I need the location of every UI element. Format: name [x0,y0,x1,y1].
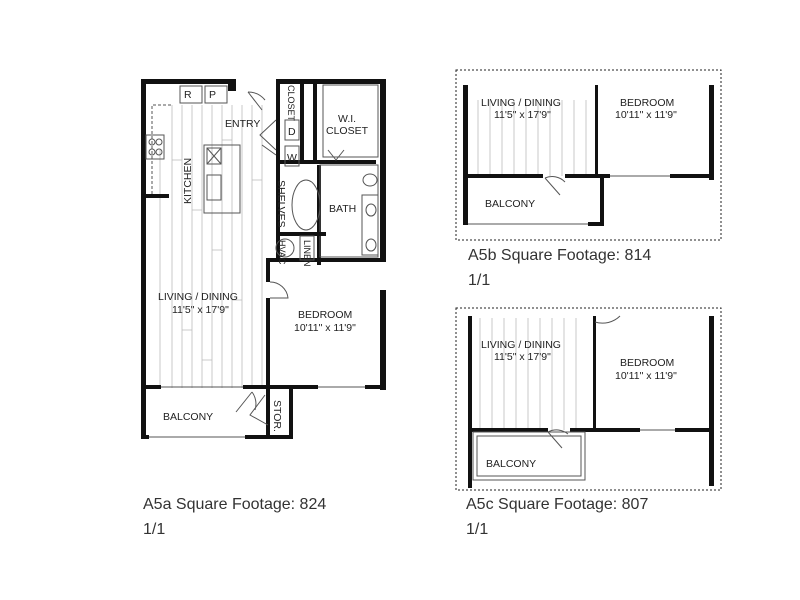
room-label-kitchen: KITCHEN [182,158,194,204]
room-label-storage: STOR. [271,400,283,432]
room-label-bedroom: BEDROOM [620,97,674,109]
room-label-shelves: SHELVES [275,180,287,228]
plan-caption-a5b: A5b Square Footage: 814 [468,247,652,264]
room-label-hvac: HVAC [277,240,287,265]
room-dim-bedroom: 10'11" x 11'9" [294,322,356,334]
room-label-bath: BATH [329,203,356,215]
room-dim-living: 11'5" x 17'9" [494,109,551,121]
bath-count-a5b: 1/1 [468,272,491,289]
plan-caption-a5c: A5c Square Footage: 807 [466,496,649,513]
room-label-wi-closet-1: W.I. [338,113,356,125]
room-dim-bedroom: 10'11" x 11'9" [615,370,677,382]
room-label-pantry: P [209,89,216,101]
plan-a5a: R P ENTRY CLOSET D W W.I. CLOSET KITCHEN… [141,79,386,439]
room-label-balcony: BALCONY [485,198,535,210]
room-label-living: LIVING / DINING [158,291,238,303]
bath-count-a5a: 1/1 [143,521,166,538]
room-label-bedroom: BEDROOM [620,357,674,369]
room-dim-living: 11'5" x 17'9" [494,351,551,363]
room-label-living: LIVING / DINING [481,339,561,351]
room-label-dryer: D [288,126,296,138]
room-label-balcony: BALCONY [163,411,213,423]
room-label-washer: W [287,152,297,164]
room-label-living: LIVING / DINING [481,97,561,109]
room-dim-living: 11'5" x 17'9" [172,304,229,316]
plan-caption-a5a: A5a Square Footage: 824 [143,496,327,513]
room-label-linen: LINEN [302,240,312,267]
room-label-refrigerator: R [184,89,192,101]
room-label-entry: ENTRY [225,118,260,130]
plan-a5b: LIVING / DINING 11'5" x 17'9" BEDROOM 10… [455,69,722,241]
room-label-wi-closet-2: CLOSET [326,125,369,137]
room-label-closet: CLOSET [286,85,296,122]
wood-floor-pattern [159,105,263,388]
room-dim-bedroom: 10'11" x 11'9" [615,109,677,121]
room-label-balcony: BALCONY [486,458,536,470]
plan-a5c: LIVING / DINING 11'5" x 17'9" BEDROOM 10… [455,307,722,491]
bath-count-a5c: 1/1 [466,521,489,538]
room-label-bedroom: BEDROOM [298,309,352,321]
